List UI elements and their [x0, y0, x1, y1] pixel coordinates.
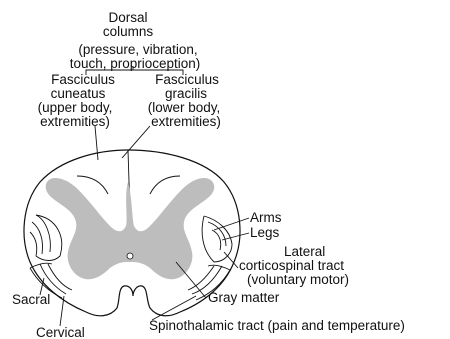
- gracilis-leader-line: [122, 126, 150, 158]
- lateral-corticospinal-label: corticospinal tract: [239, 258, 344, 273]
- lateral-corticospinal-leader-line: [224, 252, 238, 268]
- cuneatus-leader-line: [95, 126, 98, 160]
- lateral-corticospinal-tract-left: [30, 215, 62, 261]
- gray-matter: [46, 178, 215, 279]
- fasciculus-cuneatus-label: (upper body,: [38, 100, 113, 115]
- cervical-leader-line: [60, 296, 64, 326]
- fasciculus-gracilis-label: (lower body,: [148, 100, 221, 115]
- fasciculus-cuneatus-label: Fasciculus: [51, 72, 115, 87]
- fasciculus-gracilis-label: extremities): [151, 114, 221, 129]
- dorsal-column-border-right: [150, 176, 180, 194]
- fasciculus-cuneatus-label: extremities): [40, 114, 110, 129]
- dorsal-columns-label: Dorsal: [108, 10, 147, 25]
- gray-matter-label: Gray matter: [208, 290, 280, 305]
- central-canal: [127, 253, 133, 259]
- dorsal-columns-label: columns: [103, 24, 154, 39]
- dorsal-column-border-left: [77, 176, 108, 194]
- fasciculus-gracilis-label: gracilis: [165, 86, 207, 101]
- fasciculus-cuneatus-label: cuneatus: [51, 86, 106, 101]
- cervical-label: Cervical: [36, 325, 85, 339]
- sacral-label: Sacral: [12, 292, 50, 307]
- legs-label: Legs: [250, 225, 280, 240]
- legs-leader-line: [222, 233, 249, 240]
- gray-matter-leader-line: [176, 262, 206, 298]
- dorsal-columns-function-label: touch, proprioception): [70, 56, 201, 71]
- arms-label: Arms: [250, 210, 282, 225]
- lateral-corticospinal-label: (voluntary motor): [247, 272, 349, 287]
- lateral-corticospinal-label: Lateral: [284, 244, 325, 259]
- fasciculus-gracilis-label: Fasciculus: [155, 72, 219, 87]
- spinothalamic-tract-label: Spinothalamic tract (pain and temperatur…: [149, 318, 405, 333]
- dorsal-columns-function-label: (pressure, vibration,: [78, 42, 197, 57]
